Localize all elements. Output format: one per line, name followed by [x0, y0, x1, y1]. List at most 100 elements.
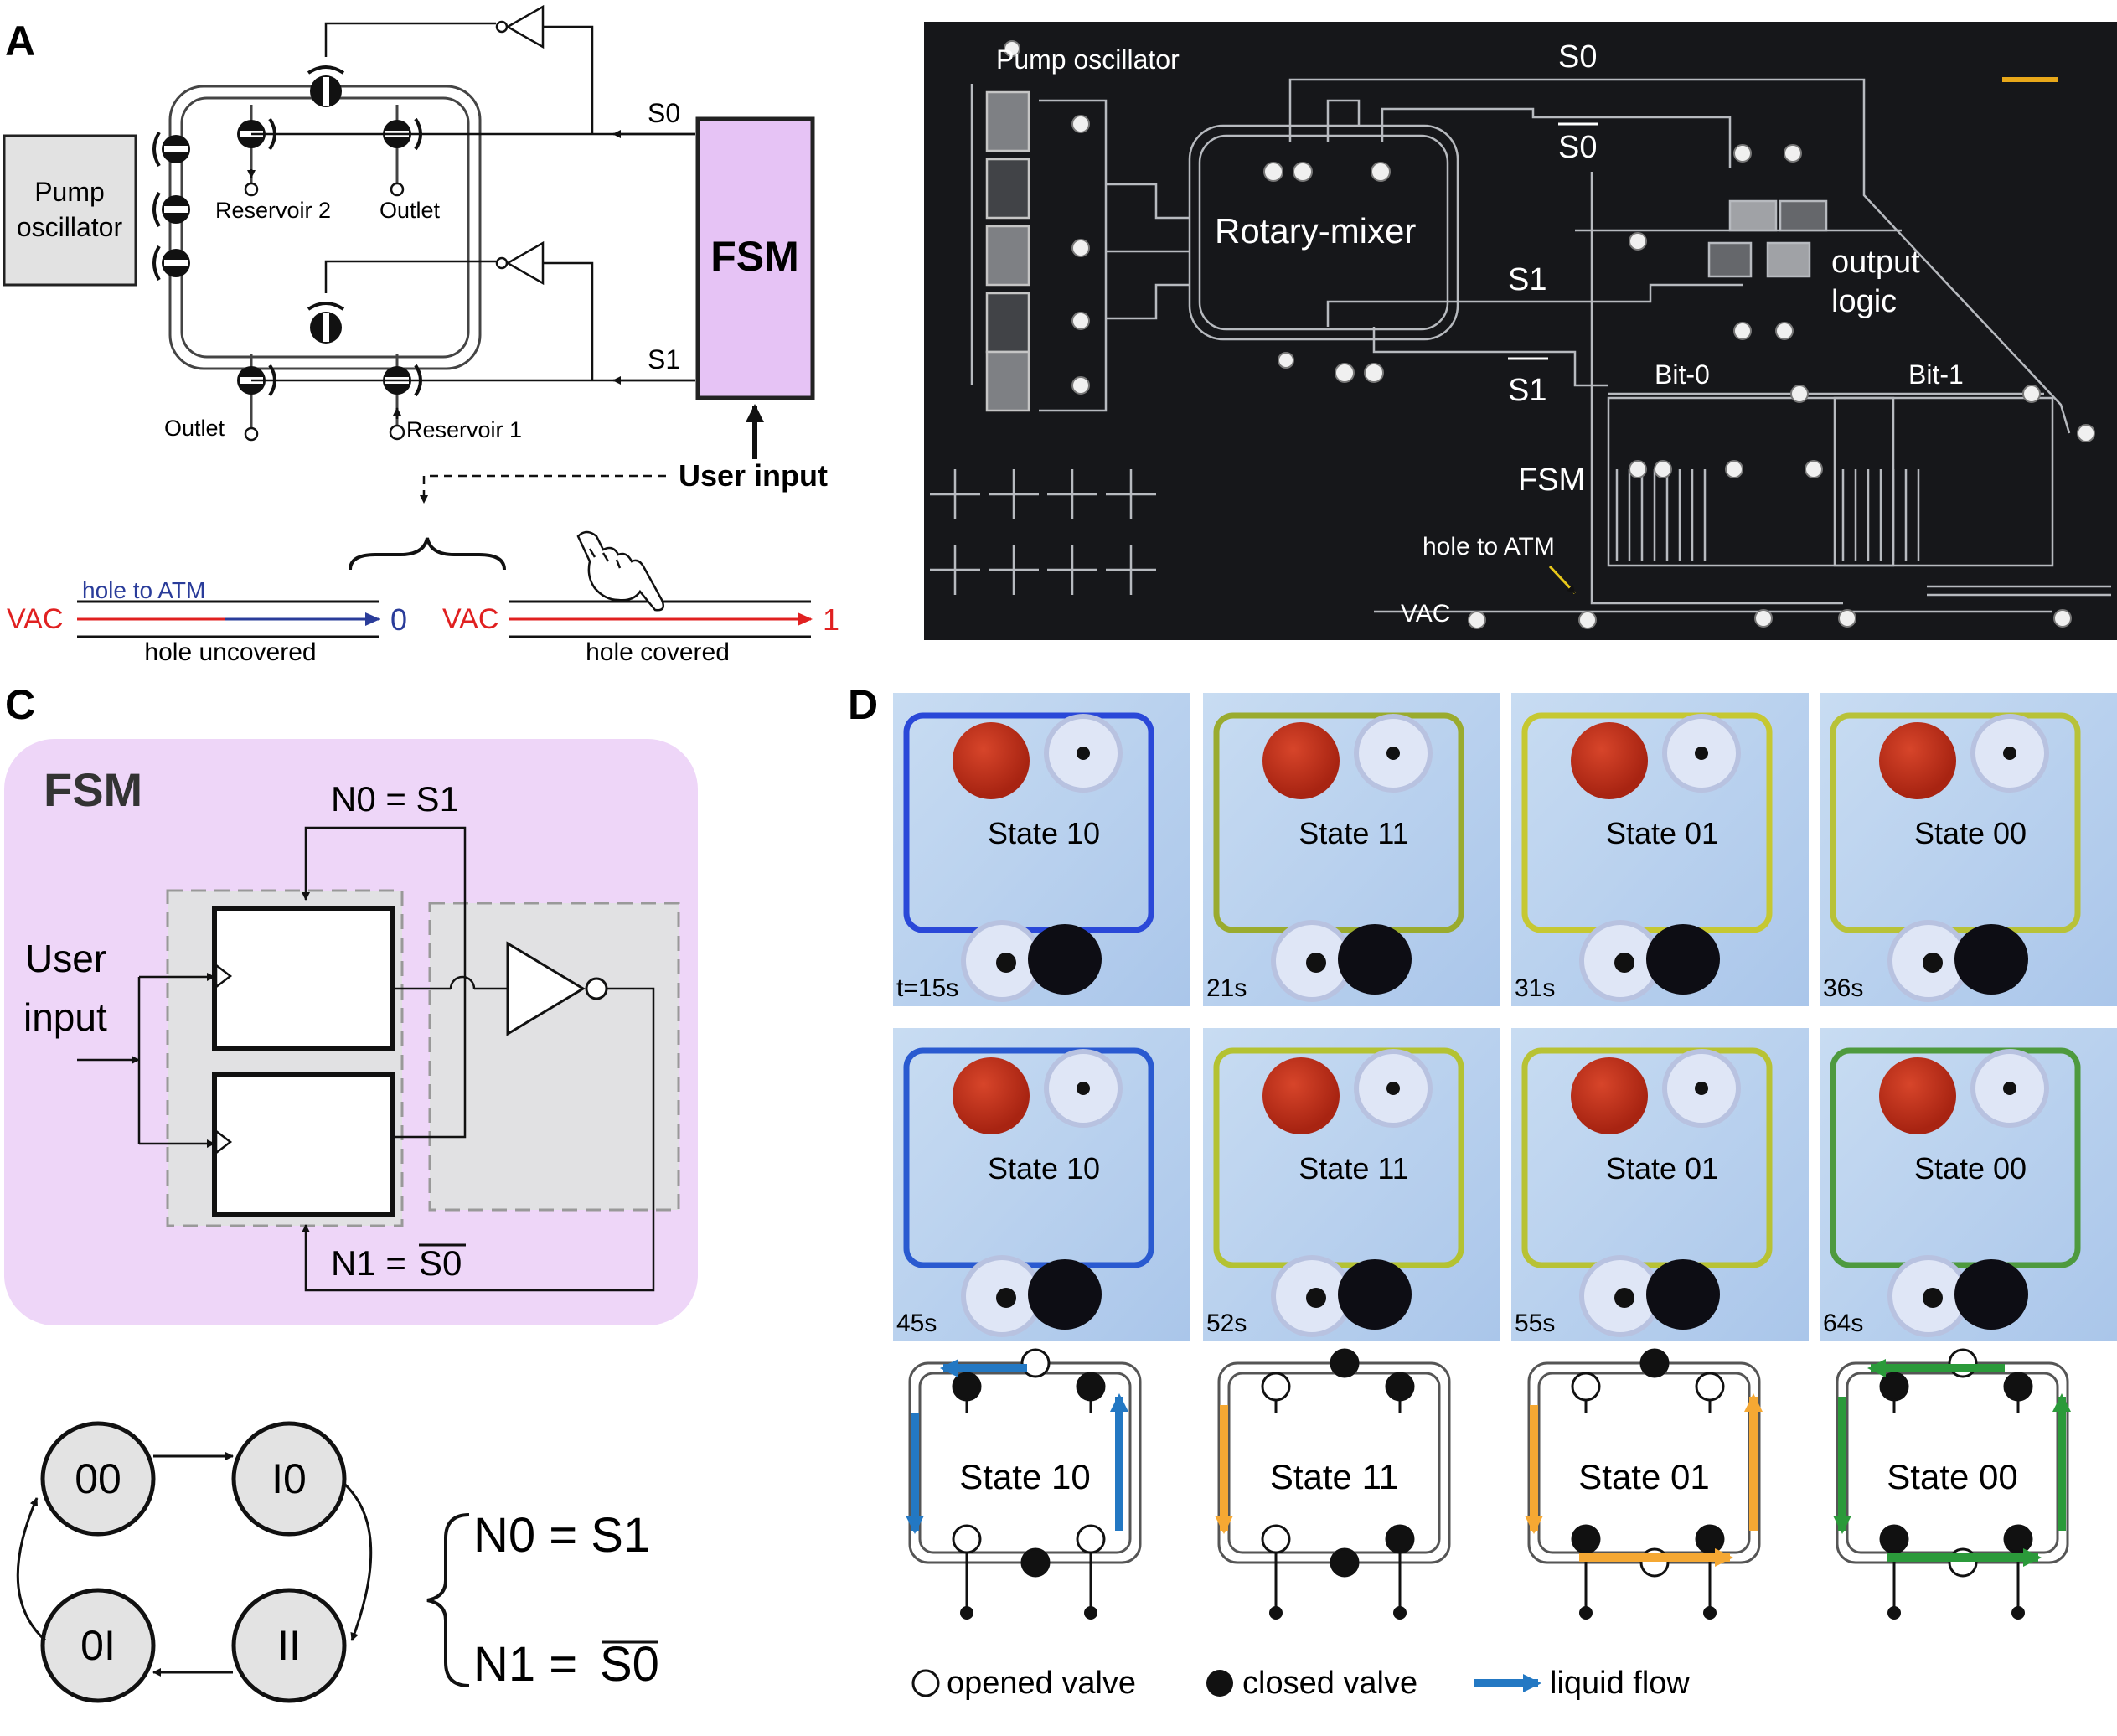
flip-flop-1	[212, 1072, 395, 1217]
c-input: input	[23, 995, 107, 1039]
photo-time-label: 64s	[1823, 1310, 1863, 1337]
outlet-top-label: Outlet	[380, 198, 441, 223]
state-00-label: 00	[75, 1455, 121, 1502]
panel-c: FSM User input N0 = S1 N1 = S0 00 I0 0I	[4, 739, 698, 1703]
a-s1-label: S1	[648, 344, 680, 375]
fitting-hole	[1695, 1082, 1708, 1095]
schematic-state-label: State 11	[1270, 1457, 1398, 1496]
a-fsm-box	[695, 116, 815, 400]
pump-label-2: oscillator	[17, 212, 123, 242]
fitting-hole	[996, 1288, 1016, 1308]
black-dye-drop	[1646, 924, 1720, 995]
pump-label-1: Pump	[34, 177, 105, 207]
b-fsm: FSM	[1518, 462, 1585, 498]
closed-valve	[1879, 1524, 1909, 1554]
c-eq-n1-bar: S0	[600, 1637, 659, 1692]
photo-tile-1-1: State 10t=15s	[893, 693, 1190, 1006]
opened-valve	[1571, 1372, 1601, 1402]
panel-a: Pump oscillator Reservoir 2 Outlet	[3, 4, 839, 666]
c-n0-label: N0 = S1	[331, 779, 459, 819]
black-dye-drop	[1954, 1259, 2028, 1330]
state-11-node	[231, 1588, 347, 1703]
fitting-hole	[2003, 747, 2016, 760]
one-out: 1	[823, 602, 839, 637]
opened-valve-icon	[911, 1669, 940, 1697]
black-dye-drop	[1338, 924, 1412, 995]
opened-valve	[1261, 1524, 1291, 1554]
reservoir-dot	[1887, 1606, 1901, 1620]
c-n1-bar: S0	[419, 1243, 462, 1283]
pump-valves	[152, 131, 190, 282]
closed-valve	[1330, 1348, 1360, 1378]
closed-valve	[2003, 1524, 2033, 1554]
scale-bar	[2002, 77, 2058, 82]
vac-left: VAC	[7, 603, 63, 635]
legend-closed: closed valve	[1242, 1666, 1417, 1701]
closed-valve	[1385, 1524, 1415, 1554]
b-vac: VAC	[1401, 600, 1450, 628]
b-bit0: Bit-0	[1655, 359, 1710, 390]
photo-time-label: 21s	[1206, 974, 1247, 1002]
photo-state-label: State 11	[1299, 1151, 1408, 1186]
photo-state-label: State 10	[988, 1151, 1100, 1186]
red-dye-drop	[1262, 722, 1340, 799]
reservoir-dot	[1703, 1606, 1717, 1620]
fitting-hole	[1077, 747, 1090, 760]
photo-time-label: 31s	[1515, 974, 1555, 1002]
fitting-hole	[1306, 953, 1326, 973]
black-dye-drop	[1028, 924, 1102, 995]
schematic-state-label: State 00	[1887, 1457, 2017, 1496]
schematic-4: State 00	[1833, 1348, 2071, 1620]
reservoir-dot	[1084, 1606, 1097, 1620]
c-n1-prefix: N1 =	[331, 1243, 406, 1283]
panel-label-d: D	[848, 681, 878, 728]
a-fsm-label: FSM	[710, 233, 799, 280]
state-11-label: II	[277, 1622, 301, 1669]
state-01-node	[40, 1588, 156, 1703]
reservoir1-label: Reservoir 1	[406, 417, 522, 442]
fitting-hole	[996, 953, 1016, 973]
state-01-label: 0I	[80, 1622, 116, 1669]
fitting-hole	[1923, 1288, 1943, 1308]
photo-time-label: 52s	[1206, 1310, 1247, 1337]
reservoir-dot	[1579, 1606, 1593, 1620]
reservoir-dot	[1269, 1606, 1283, 1620]
b-s0: S0	[1558, 39, 1597, 75]
schematic-1: State 10	[906, 1348, 1142, 1620]
panel-label-c: C	[5, 681, 35, 728]
red-dye-drop	[1879, 1057, 1956, 1134]
schematic-state-label: State 10	[959, 1457, 1090, 1496]
hole-covered-label: hole covered	[586, 638, 730, 666]
b-s0-bar: S0	[1558, 130, 1597, 165]
black-dye-drop	[1338, 1259, 1412, 1330]
photo-tile-2-2: State 11 52s	[1203, 1028, 1500, 1341]
photo-time-label: 36s	[1823, 974, 1863, 1002]
closed-valve	[1695, 1524, 1725, 1554]
b-output: output	[1831, 245, 1920, 280]
opened-valve	[1948, 1348, 1978, 1378]
state-10-label: I0	[271, 1455, 307, 1502]
b-s1: S1	[1508, 262, 1546, 297]
state-00-node	[40, 1421, 156, 1537]
closed-valve	[952, 1372, 982, 1402]
user-input-label: User input	[679, 458, 828, 493]
fitting-hole	[1923, 953, 1943, 973]
schematic-state-label: State 01	[1578, 1457, 1709, 1496]
fitting-hole	[1614, 953, 1634, 973]
closed-valve	[1020, 1547, 1051, 1578]
reservoir-dot	[1393, 1606, 1407, 1620]
hole-uncovered-label: hole uncovered	[144, 638, 316, 666]
reservoir2-label: Reservoir 2	[215, 198, 331, 223]
vac-right: VAC	[442, 603, 498, 635]
c-eq-n0: N0 = S1	[473, 1508, 650, 1563]
photo-tile-2-4: State 00 64s	[1820, 1028, 2117, 1341]
photo-time-label: t=15s	[896, 974, 958, 1002]
closed-valve	[1879, 1372, 1909, 1402]
photo-time-label: 45s	[896, 1310, 937, 1337]
fitting-hole	[1386, 747, 1400, 760]
b-logic: logic	[1831, 284, 1897, 319]
fitting-hole	[1077, 1082, 1090, 1095]
photo-state-label: State 00	[1914, 1151, 2027, 1186]
